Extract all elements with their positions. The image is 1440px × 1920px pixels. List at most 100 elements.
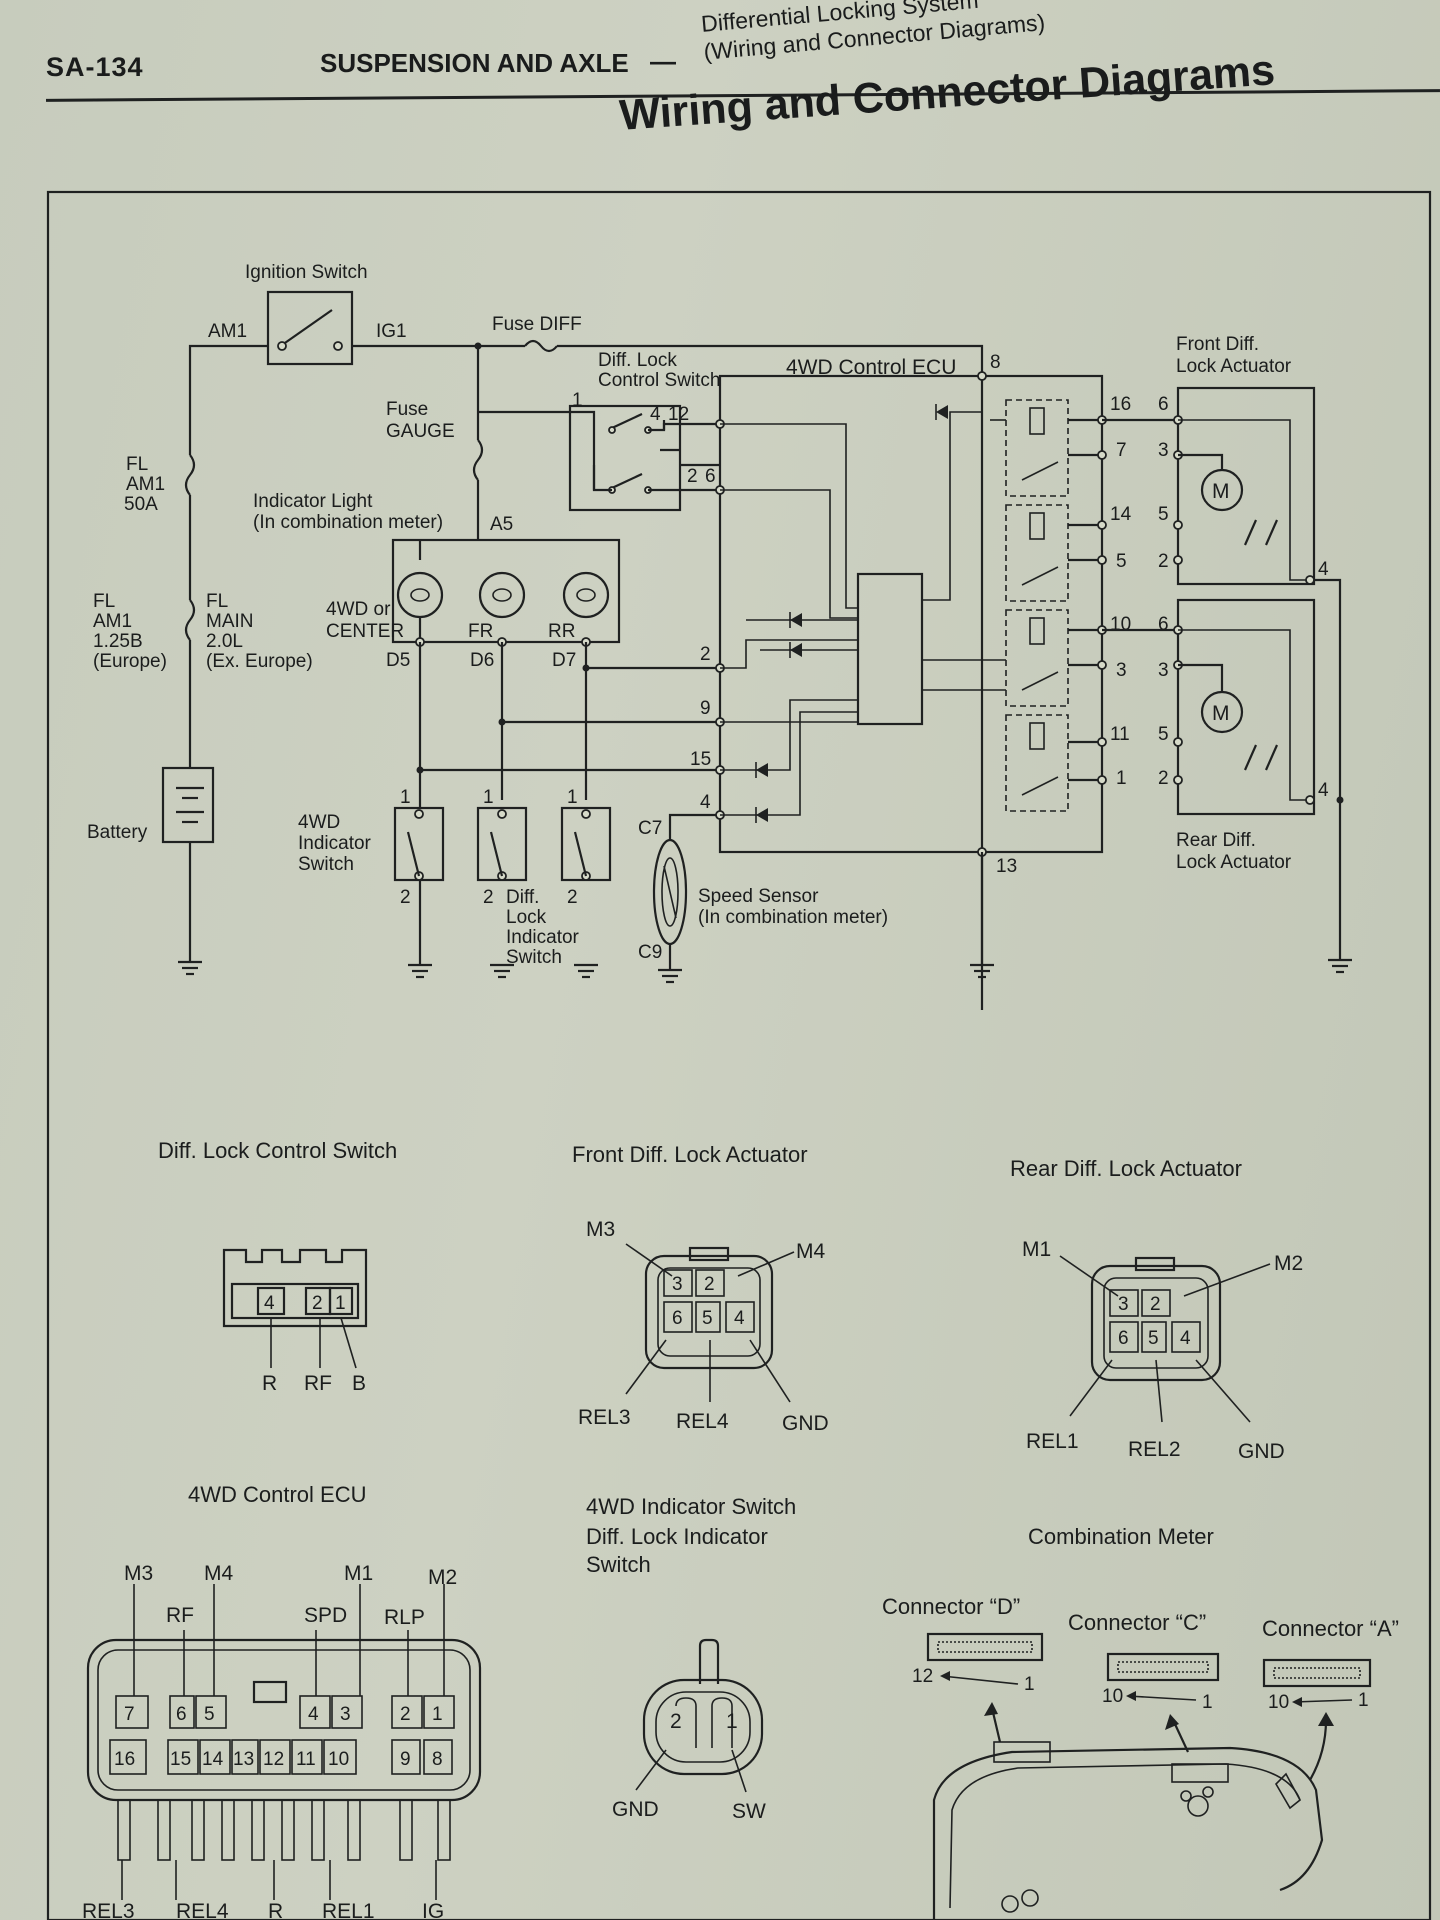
dls-wire-b: B	[352, 1372, 366, 1395]
ecu-pin-1: 1	[432, 1704, 443, 1725]
pin-ecu-6: 6	[705, 466, 716, 487]
sw-4wd-label-2: Indicator	[298, 833, 372, 854]
switch-diff-lock-indicator-rr	[560, 806, 612, 882]
ra-label-m2: M2	[1274, 1252, 1303, 1275]
diff-lock-ctrl-switch	[568, 404, 682, 512]
switch-4wd-indicator	[393, 806, 445, 882]
fa-pin-4: 4	[1318, 559, 1329, 580]
fa-pin-3: 3	[1158, 440, 1169, 461]
conn-title-indicator-switch-3: Switch	[586, 1552, 651, 1577]
d5-label: D5	[386, 650, 410, 671]
pin-4wd-sw-1: 1	[400, 787, 411, 808]
c7-label: C7	[638, 818, 662, 839]
ecu-label-m1: M1	[344, 1562, 373, 1585]
fl-am1-50a-1: FL	[126, 454, 148, 475]
front-actuator-connector: 3 2 6 5 4 M3 M4 REL3 REL4 GND	[578, 1218, 829, 1435]
fa-cell-5: 5	[702, 1308, 713, 1329]
rear-motor: M	[1178, 663, 1244, 734]
conn-c-label: Connector “C”	[1068, 1610, 1206, 1635]
ecu-label-m3: M3	[124, 1562, 153, 1585]
pin-ecu-8: 8	[990, 352, 1001, 373]
fl-main-1: FL	[206, 591, 228, 612]
ra-pin-4: 4	[1318, 780, 1329, 801]
pin-fr-sw-2: 2	[483, 887, 494, 908]
pin-fr-sw-1: 1	[483, 787, 494, 808]
conn-d-1: 1	[1024, 1674, 1035, 1695]
sw-diff-label-3: Indicator	[506, 927, 580, 948]
front-actuator-label-2: Lock Actuator	[1176, 356, 1292, 377]
rear-actuator-label-2: Lock Actuator	[1176, 852, 1292, 873]
ecu-label-rel3: REL3	[82, 1900, 135, 1920]
ra-label-rel2: REL2	[1128, 1438, 1181, 1461]
fuse-diff	[524, 339, 558, 353]
ecu-pin-14: 14	[202, 1749, 224, 1770]
fuse-gauge-label-1: Fuse	[386, 399, 428, 420]
ind-label-sw: SW	[732, 1800, 766, 1823]
ra-label-gnd: GND	[1238, 1440, 1285, 1463]
ind-label-gnd: GND	[612, 1798, 659, 1821]
ra-label-rel1: REL1	[1026, 1430, 1079, 1453]
pin-ecu-9: 9	[700, 698, 711, 719]
ecu-pin-16: 16	[114, 1749, 135, 1770]
fa-label-m4: M4	[796, 1240, 825, 1263]
ground-battery	[178, 960, 202, 976]
fa-label-rel4: REL4	[676, 1410, 729, 1433]
front-actuator	[1176, 386, 1316, 586]
conn-title-ecu: 4WD Control ECU	[188, 1482, 366, 1507]
fl-am1-50a-2: AM1	[126, 474, 165, 495]
ecu-pin-4: 4	[308, 1704, 319, 1725]
d6-label: D6	[470, 650, 494, 671]
pin-16: 16	[1110, 394, 1131, 415]
pin-3: 3	[1116, 660, 1127, 681]
fa-cell-3: 3	[672, 1274, 683, 1295]
ra-cell-5: 5	[1148, 1328, 1159, 1349]
svg-text:M: M	[1212, 480, 1230, 503]
sw-diff-label-4: Switch	[506, 947, 562, 968]
ecu-label-m2: M2	[428, 1566, 457, 1589]
combination-meter-connectors: Connector “D” Connector “C” Connector “A…	[882, 1594, 1399, 1920]
rear-actuator-label-1: Rear Diff.	[1176, 830, 1256, 851]
speed-sensor-label-1: Speed Sensor	[698, 886, 819, 907]
pin-ecu-15: 15	[690, 749, 711, 770]
fuse-gauge-label-2: GAUGE	[386, 421, 455, 442]
diagram-frame	[46, 190, 1432, 1920]
pin-4wd-sw-2: 2	[400, 887, 411, 908]
pin-1: 1	[1116, 768, 1127, 789]
sw-diff-label-1: Diff.	[506, 887, 539, 908]
dls-cell-2: 2	[312, 1293, 323, 1314]
ecu-diodes	[755, 404, 948, 823]
lamp-4wd-label-2: CENTER	[326, 621, 404, 642]
pin-dlcs-4: 4	[650, 404, 661, 425]
ra-pin-5: 5	[1158, 724, 1169, 745]
pin-ecu-4: 4	[700, 792, 711, 813]
ra-pin-2: 2	[1158, 768, 1169, 789]
diff-lock-ctrl-sw-label-2: Control Switch	[598, 370, 721, 391]
indicator-switch-connector: 2 1 GND SW	[612, 1638, 766, 1823]
header-dash: —	[650, 46, 676, 76]
pin-rr-sw-1: 1	[567, 787, 578, 808]
ra-cell-4: 4	[1180, 1328, 1191, 1349]
lamp-fr	[478, 571, 526, 619]
ground-switches	[408, 963, 598, 979]
speed-sensor-label-2: (In combination meter)	[698, 907, 888, 928]
sw-4wd-label-1: 4WD	[298, 812, 340, 833]
ecu-pin-9: 9	[400, 1749, 411, 1770]
page-number: SA-134	[46, 52, 144, 82]
ecu-processor	[856, 572, 924, 726]
sw-4wd-label-3: Switch	[298, 854, 354, 875]
fa-pin-2: 2	[1158, 551, 1169, 572]
front-actuator-label-1: Front Diff.	[1176, 334, 1259, 355]
ecu-label-rel1: REL1	[322, 1900, 375, 1920]
indicator-light-label-2: (In combination meter)	[253, 512, 443, 533]
fa-label-m3: M3	[586, 1218, 615, 1241]
rear-actuator-connector: 3 2 6 5 4 M1 M2 REL1 REL2 GND	[1022, 1238, 1303, 1463]
fl-main-2: MAIN	[206, 611, 254, 632]
lamp-4wd-label-1: 4WD or	[326, 599, 391, 620]
ecu-pin-13: 13	[233, 1749, 254, 1770]
conn-title-combination-meter: Combination Meter	[1028, 1524, 1214, 1549]
pin-rr-sw-2: 2	[567, 887, 578, 908]
pin-5: 5	[1116, 551, 1127, 572]
lamp-rr-label: RR	[548, 621, 575, 642]
conn-c-10: 10	[1102, 1686, 1123, 1707]
